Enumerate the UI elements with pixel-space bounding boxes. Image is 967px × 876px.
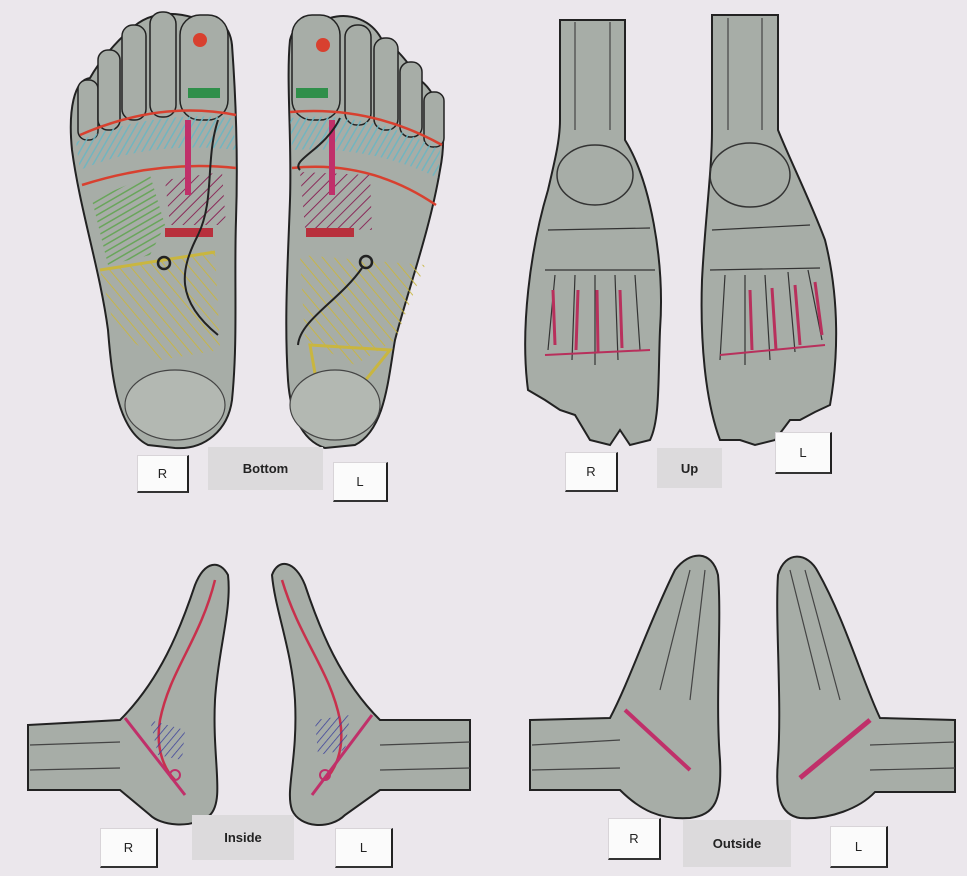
sole-right <box>71 12 237 448</box>
up-right-tag: R <box>565 452 618 492</box>
outside-left-tag: L <box>830 826 888 868</box>
inside-right-tag: R <box>100 828 158 868</box>
outside-caption: Outside <box>683 820 791 867</box>
inside-left-tag: L <box>335 828 393 868</box>
up-caption: Up <box>657 448 722 488</box>
inside-caption: Inside <box>192 815 294 860</box>
bottom-left-tag: L <box>333 462 388 502</box>
outside-left <box>777 557 955 819</box>
dorsal-right <box>525 20 661 445</box>
inside-left <box>272 564 470 825</box>
up-left-tag: L <box>775 432 832 474</box>
bottom-right-tag: R <box>137 455 189 493</box>
outside-right <box>530 556 720 819</box>
outside-right-tag: R <box>608 818 661 860</box>
sole-left <box>286 15 444 448</box>
inside-right <box>28 565 229 825</box>
bottom-caption: Bottom <box>208 447 323 490</box>
dorsal-left <box>702 15 837 445</box>
